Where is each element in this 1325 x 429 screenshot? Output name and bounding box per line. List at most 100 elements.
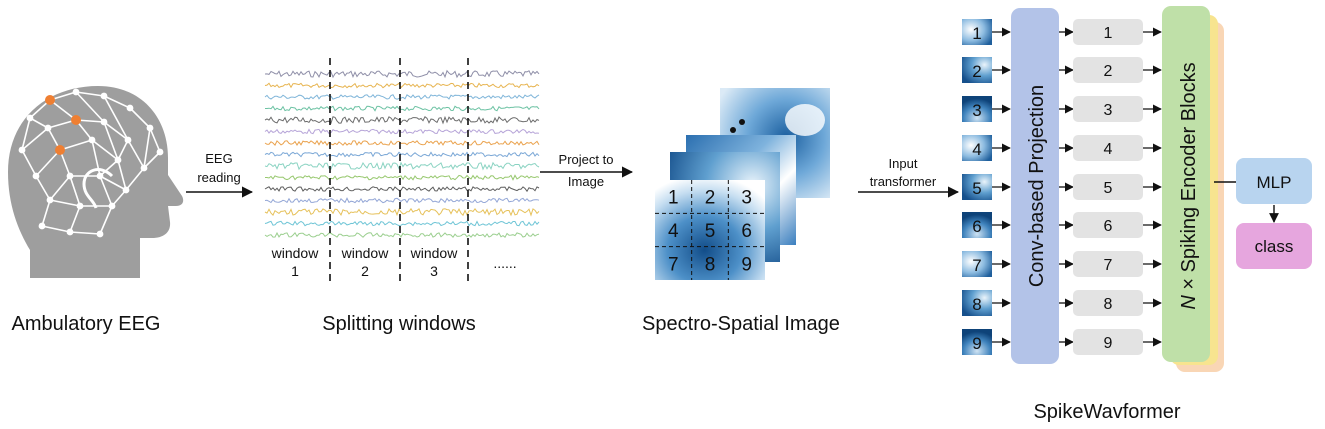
patch-tile	[962, 174, 992, 200]
electrode	[76, 202, 84, 210]
electrode-link	[143, 127, 151, 169]
eeg-reading-label-line2: reading	[197, 170, 240, 185]
electrode-link	[103, 121, 129, 141]
electrode	[18, 146, 26, 154]
electrode	[146, 124, 154, 132]
token-box	[1073, 251, 1143, 277]
eeg-trace	[264, 161, 540, 171]
eeg-trace	[265, 174, 540, 181]
electrode	[114, 156, 122, 164]
electrode	[96, 172, 104, 180]
electrode-active	[55, 145, 65, 155]
conv-projection-box	[1011, 8, 1059, 364]
grid-cell-label: 6	[741, 221, 752, 242]
grid-cell-label: 7	[668, 254, 679, 275]
electrode	[32, 172, 40, 180]
encoder-n-symbol: N	[1178, 295, 1200, 310]
patch-tile	[962, 19, 992, 45]
project-label-line2: Image	[568, 174, 604, 189]
electrode	[96, 230, 104, 238]
patch-label: 6	[972, 217, 981, 236]
patch-tile	[962, 135, 992, 161]
electrode-link	[29, 117, 49, 129]
electrode-link	[117, 159, 127, 191]
electrode	[100, 118, 108, 126]
electrode	[122, 186, 130, 194]
electrode-link	[69, 175, 81, 207]
eeg-trace	[264, 139, 540, 147]
window-2-num: 2	[361, 263, 369, 279]
patch-label: 9	[972, 334, 981, 353]
spikewavformer-caption: SpikeWavformer	[1033, 401, 1180, 423]
electrode-link	[99, 175, 127, 191]
patch-label: 8	[972, 295, 981, 314]
patch-label: 7	[972, 256, 981, 275]
eeg-reading-label-line1: EEG	[205, 151, 232, 166]
ambulatory-eeg-caption: Ambulatory EEG	[12, 313, 161, 335]
token-label: 3	[1104, 102, 1113, 119]
spectro-spatial-caption: Spectro-Spatial Image	[642, 313, 840, 335]
electrode-link	[103, 95, 129, 141]
input-label-line2: transformer	[870, 174, 937, 189]
electrode-link	[75, 91, 105, 97]
window-3-word: window	[410, 245, 459, 261]
electrode-link	[41, 199, 51, 227]
electrode	[44, 124, 52, 132]
eeg-trace	[264, 231, 540, 239]
electrode	[140, 164, 148, 172]
patch-label: 2	[972, 62, 981, 81]
encoder-label-text: × Spiking Encoder Blocks	[1178, 62, 1200, 295]
electrode-link	[149, 127, 161, 153]
token-box	[1073, 290, 1143, 316]
token-box	[1073, 174, 1143, 200]
electrode-link	[21, 149, 37, 177]
class-label: class	[1255, 237, 1294, 256]
stack-ellipsis-dot	[739, 119, 745, 125]
electrode-active	[71, 115, 81, 125]
window-ellipsis: ......	[493, 255, 516, 271]
eeg-trace	[264, 151, 540, 158]
token-label: 2	[1104, 63, 1113, 80]
patch-tile	[962, 290, 992, 316]
token-box	[1073, 57, 1143, 83]
electrode	[66, 228, 74, 236]
patch-label: 3	[972, 101, 981, 120]
patch-tile	[962, 251, 992, 277]
electrode-link	[41, 225, 71, 233]
token-box	[1073, 212, 1143, 238]
electrode-link	[35, 175, 51, 201]
mlp-box	[1236, 158, 1312, 204]
patch-tile	[962, 329, 992, 355]
eeg-trace	[264, 94, 540, 100]
token-label: 9	[1104, 335, 1113, 352]
grid-cell-label: 2	[705, 188, 716, 209]
ear-outline	[82, 168, 114, 209]
electrode-link	[59, 139, 93, 151]
electrode-link	[99, 175, 113, 207]
electrode	[124, 136, 132, 144]
window-3-num: 3	[430, 263, 438, 279]
window-1-num: 1	[291, 263, 299, 279]
patch-label: 5	[972, 179, 981, 198]
grid-cell-label: 3	[741, 188, 752, 209]
head-illustration	[8, 86, 184, 278]
electrode-link	[103, 121, 119, 161]
electrode	[88, 136, 96, 144]
eeg-trace	[265, 105, 540, 112]
spectro-layer-back-highlight	[785, 104, 825, 136]
electrode	[108, 202, 116, 210]
window-dividers	[329, 58, 469, 285]
grid-cell-label: 8	[705, 254, 716, 275]
patch-label: 4	[972, 140, 981, 159]
electrode-link	[21, 117, 31, 151]
mlp-label: MLP	[1257, 173, 1292, 192]
eeg-trace	[264, 82, 540, 89]
electrode-active	[45, 95, 55, 105]
electrode-link	[69, 231, 101, 235]
electrode-link	[127, 139, 145, 169]
electrode-link	[99, 159, 119, 177]
electrode-link	[143, 151, 161, 169]
